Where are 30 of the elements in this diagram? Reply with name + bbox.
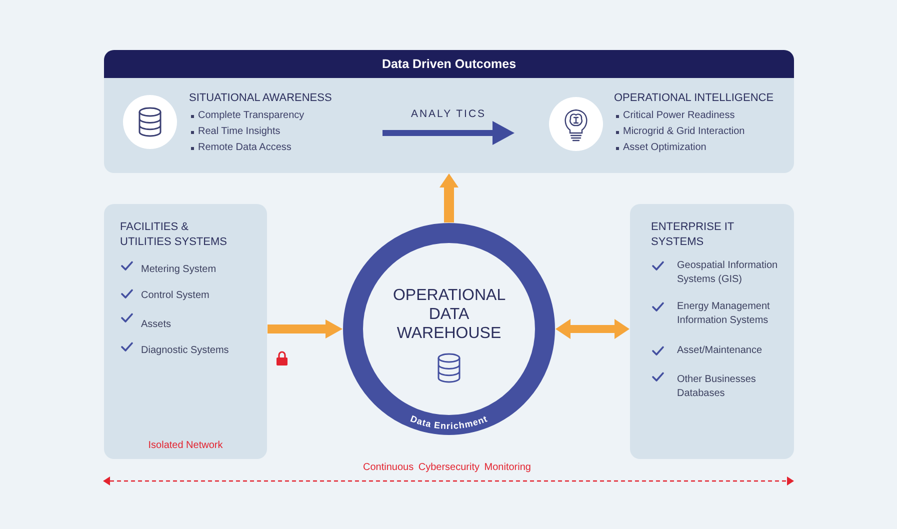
list-item: Asset/Maintenance: [677, 344, 762, 358]
range-label: Continuous Cybersecurity Monitoring: [363, 460, 531, 474]
arrow: [556, 319, 630, 339]
list-item: Control System: [141, 289, 210, 303]
bullet-item: Real Time Insights: [191, 124, 280, 140]
bullet-item: Microgrid & Grid Interaction: [616, 124, 745, 140]
arrow: [382, 121, 514, 145]
panel-header: Data Driven Outcomes: [104, 50, 794, 78]
bullet-item: Complete Transparency: [191, 108, 304, 124]
list-item: Geospatial Information Systems (GIS): [677, 259, 779, 287]
panel-heading: FACILITIES & UTILITIES SYSTEMS: [120, 220, 228, 250]
arrow: [440, 174, 458, 222]
bullet-item: Critical Power Readiness: [616, 108, 735, 124]
ring-title: OPERATIONAL DATA WAREHOUSE: [392, 286, 506, 343]
ring-label: Data Enrichment: [408, 414, 490, 431]
panel-heading: ENTERPRISE IT SYSTEMS: [651, 220, 735, 250]
systems-panel: [630, 204, 794, 459]
list-item: Metering System: [141, 263, 216, 277]
list-item: Energy Management Information Systems: [677, 300, 771, 328]
outcomes-panel: [104, 50, 794, 173]
list-item: Other Businesses Databases: [677, 373, 757, 401]
bullet-item: Asset Optimization: [616, 140, 706, 156]
list-item: Assets: [141, 318, 172, 332]
network-note: Isolated Network: [148, 439, 223, 453]
list-item: Diagnostic Systems: [141, 344, 229, 358]
section-heading: OPERATIONAL INTELLIGENCE: [614, 91, 774, 106]
bullet-item: Remote Data Access: [191, 140, 292, 156]
systems-panel: [104, 204, 267, 459]
section-heading: SITUATIONAL AWARENESS: [189, 91, 332, 106]
arrow: [268, 320, 342, 338]
